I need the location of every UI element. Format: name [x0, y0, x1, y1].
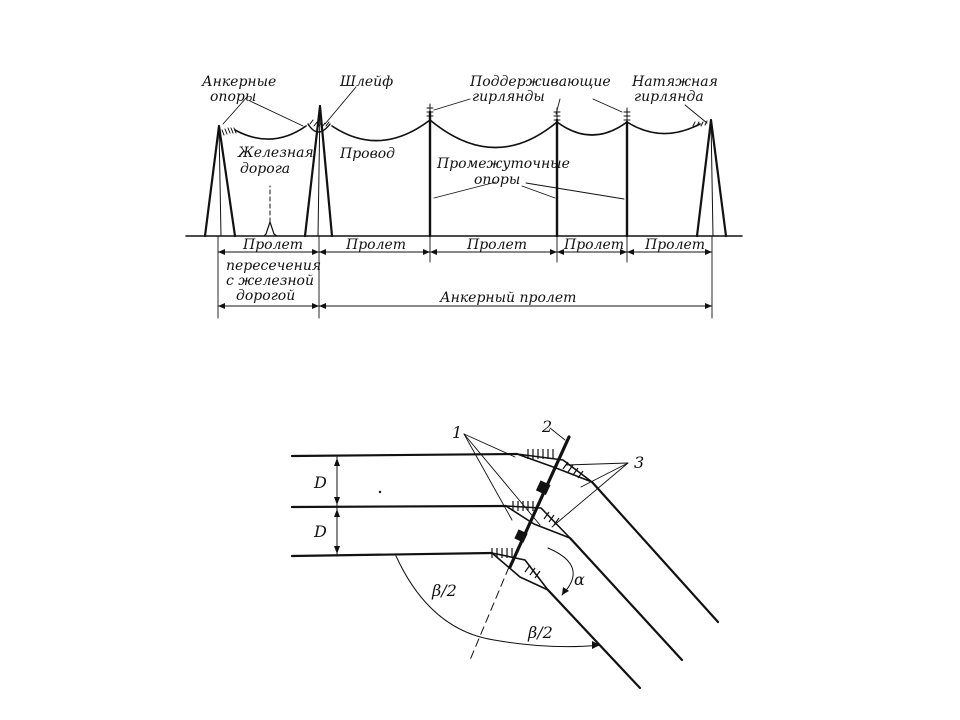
- railway-symbol: [263, 185, 278, 237]
- span-diagram: Анкерные опоры Шлейф Поддерживающие гирл…: [185, 74, 743, 319]
- label-tension-garland-1: Натяжная: [631, 74, 718, 90]
- label-d-lower: D: [313, 522, 327, 541]
- label-span-5: Пролет: [644, 237, 705, 253]
- label-crossing-span-3: дорогой: [236, 288, 295, 304]
- wire-middle-outgoing: [568, 536, 684, 662]
- label-tension-garland-2: гирлянда: [634, 89, 704, 105]
- label-wire: Провод: [339, 146, 395, 162]
- label-number-3: 3: [634, 453, 644, 472]
- label-anchor-supports-1: Анкерные: [201, 74, 276, 90]
- label-beta-half-1: β/2: [431, 581, 457, 600]
- garland-middle: [505, 505, 571, 539]
- d-dimension: [334, 455, 340, 557]
- stray-dot: [378, 490, 382, 494]
- wire-top-outgoing: [590, 480, 720, 624]
- label-crossing-span-1: пересечения: [226, 258, 321, 274]
- alpha-arc: [547, 547, 574, 596]
- traverse-mount-upper: [535, 480, 551, 495]
- label-support-garlands-2: гирлянды: [472, 89, 545, 105]
- traverse-mount-lower: [514, 529, 528, 543]
- label-number-1: 1: [452, 423, 462, 442]
- label-anchor-supports-2: опоры: [210, 89, 256, 105]
- number-leaders: [463, 427, 629, 528]
- label-span-3: Пролет: [466, 237, 527, 253]
- label-railway-1: Железная: [237, 145, 314, 161]
- angle-diagram: 1 2 3 D D β/2 β/2 α: [290, 417, 720, 690]
- intermediate-support-3: [623, 107, 631, 238]
- anchor-support-right-of-railway: [303, 104, 334, 238]
- anchor-support-left: [203, 124, 237, 238]
- label-intermediate-supports-1: Промежуточные: [436, 156, 570, 172]
- label-number-2: 2: [541, 417, 552, 436]
- beta-arc: [395, 555, 601, 648]
- label-anchor-span: Анкерный пролет: [439, 290, 576, 306]
- label-span-4: Пролет: [563, 237, 624, 253]
- wire-bottom-incoming: [290, 551, 494, 558]
- leader-lines: [222, 86, 708, 200]
- wire: [234, 119, 701, 149]
- label-loop: Шлейф: [339, 74, 393, 90]
- insulator-hatches: [491, 449, 584, 579]
- intermediate-support-1: [426, 103, 434, 238]
- label-d-upper: D: [313, 473, 327, 492]
- wire-middle-incoming: [290, 504, 508, 509]
- intermediate-support-2: [553, 107, 561, 238]
- label-crossing-span-2: с железной: [226, 273, 314, 289]
- label-span-2: Пролет: [345, 237, 406, 253]
- bisector-line: [469, 566, 510, 661]
- label-span-1: Пролет: [242, 237, 303, 253]
- dimension-lines: [217, 235, 713, 319]
- label-support-garlands-1: Поддерживающие: [469, 74, 611, 90]
- label-beta-half-2: β/2: [527, 623, 553, 642]
- traverse: [508, 435, 571, 569]
- wire-bottom-outgoing: [546, 588, 642, 690]
- label-alpha: α: [574, 570, 585, 589]
- label-intermediate-supports-2: опоры: [474, 172, 520, 188]
- wire-top-incoming: [290, 452, 519, 458]
- label-railway-2: дорога: [240, 161, 290, 177]
- loop-jumper: [307, 123, 331, 133]
- anchor-support-right: [692, 118, 728, 238]
